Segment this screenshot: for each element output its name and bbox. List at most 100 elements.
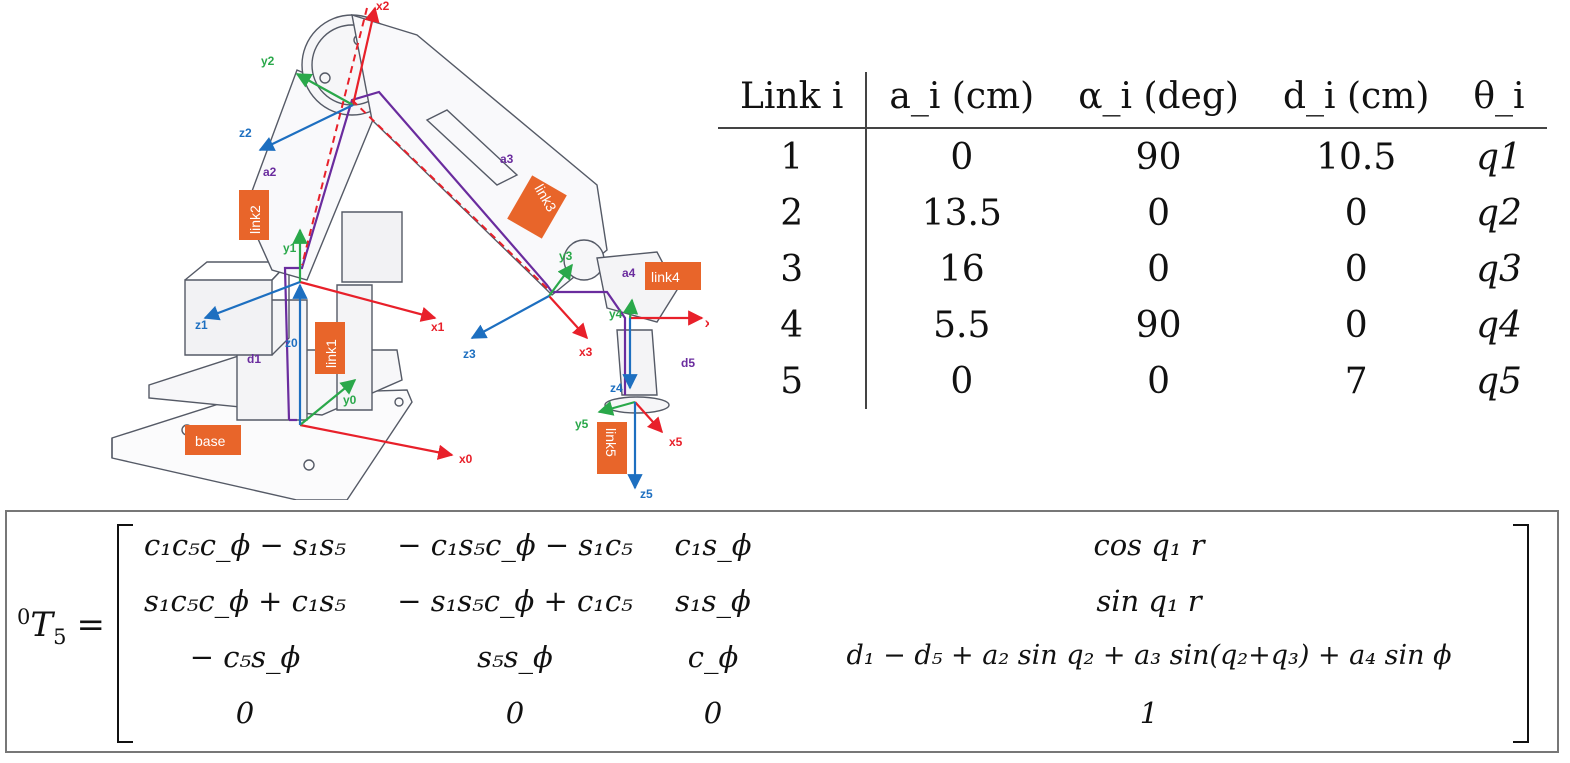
- matrix-cell: − s₁s₅c_ϕ + c₁c₅: [397, 584, 633, 618]
- transformation-matrix-box: 0T5= c₁c₅c_ϕ − s₁s₅ − c₁s₅c_ϕ − s₁c₅ c₁s…: [5, 510, 1559, 753]
- matrix-right-bracket: [1513, 524, 1529, 743]
- table-row: 3 16 0 0 q3: [718, 241, 1547, 297]
- cell-alpha: 90: [1135, 304, 1182, 346]
- matrix-cell: − c₁s₅c_ϕ − s₁c₅: [397, 528, 633, 562]
- cell-a: 0: [950, 360, 974, 402]
- header-theta: θ_i: [1451, 72, 1547, 129]
- lhs-superscript: 0: [17, 605, 31, 629]
- matrix-lhs: 0T5 =: [17, 605, 105, 649]
- matrix-left-bracket: [117, 524, 133, 743]
- label-a4: a4: [622, 266, 636, 280]
- table-row: 4 5.5 90 0 q4: [718, 297, 1547, 353]
- cell-theta: q3: [1475, 248, 1522, 290]
- frame-4-axes: [622, 298, 704, 390]
- cell-d: 10.5: [1316, 136, 1397, 178]
- header-d: d_i (cm): [1260, 72, 1452, 129]
- label-x2: x2: [376, 0, 390, 13]
- header-alpha: α_i (deg): [1056, 72, 1261, 129]
- matrix-cell: cos q₁ r: [1093, 528, 1205, 562]
- cell-alpha: 0: [1147, 192, 1171, 234]
- label-z0: z0: [285, 336, 298, 350]
- table-row: 1 0 90 10.5 q1: [718, 128, 1547, 185]
- lhs-equals: =: [76, 605, 105, 645]
- label-z5: z5: [640, 487, 653, 500]
- matrix-grid: c₁c₅c_ϕ − s₁s₅ − c₁s₅c_ϕ − s₁c₅ c₁s_ϕ co…: [127, 526, 1517, 738]
- cell-theta: q2: [1475, 192, 1522, 234]
- label-d5: d5: [681, 356, 695, 370]
- label-y1: y1: [283, 241, 297, 255]
- label-a2: a2: [263, 165, 277, 179]
- dh-parameter-table: Link i a_i (cm) α_i (deg) d_i (cm) θ_i 1…: [718, 72, 1547, 409]
- tag-link5: link5: [603, 428, 619, 457]
- tag-link2: link2: [247, 205, 263, 234]
- cell-theta: q1: [1475, 136, 1522, 178]
- matrix-cell: s₁c₅c_ϕ + c₁s₅: [144, 584, 346, 618]
- header-link: Link i: [718, 72, 868, 129]
- matrix-row: s₁c₅c_ϕ + c₁s₅ − s₁s₅c_ϕ + c₁c₅ s₁s_ϕ si…: [127, 584, 1517, 636]
- cell-link: 2: [718, 185, 868, 241]
- label-x0: x0: [459, 452, 473, 466]
- matrix-cell: 0: [235, 696, 255, 730]
- cell-link: 1: [718, 128, 868, 185]
- lhs-symbol: T: [30, 605, 54, 645]
- cell-a: 5.5: [933, 304, 991, 346]
- cell-alpha: 0: [1147, 248, 1171, 290]
- dashed-reference-line: [301, 7, 368, 266]
- cell-link: 3: [718, 241, 868, 297]
- label-y4: y4: [609, 307, 623, 321]
- frame-3-axes: [470, 263, 589, 340]
- label-z4: z4: [610, 381, 623, 395]
- frame-labels: x0 y0 z0 x1 y1 z1 x2 y2 z2 x3 y3 z3 x y4…: [195, 0, 709, 500]
- cell-a: 0: [950, 136, 974, 178]
- label-y2: y2: [261, 54, 275, 68]
- frame-1-axes: [203, 228, 437, 322]
- label-y3: y3: [559, 249, 573, 263]
- cell-a: 13.5: [921, 192, 1002, 234]
- link-tags: base link1 link2 link3 link4 link5: [185, 175, 701, 474]
- matrix-cell: d₁ − d₅ + a₂ sin q₂ + a₃ sin(q₂+q₃) + a₄…: [846, 640, 1452, 671]
- robot-arm-figure: x0 y0 z0 x1 y1 z1 x2 y2 z2 x3 y3 z3 x y4…: [111, 0, 709, 500]
- cell-alpha: 90: [1135, 136, 1182, 178]
- matrix-cell: sin q₁ r: [1096, 584, 1202, 618]
- label-d1: d1: [247, 352, 261, 366]
- lhs-subscript: 5: [53, 624, 67, 649]
- label-z1: z1: [195, 318, 208, 332]
- tag-link1: link1: [323, 339, 339, 368]
- cell-d: 0: [1344, 192, 1368, 234]
- label-x5: x5: [669, 435, 683, 449]
- tag-base: base: [195, 433, 226, 449]
- label-x4: x: [705, 316, 709, 330]
- matrix-cell: 1: [1139, 696, 1159, 730]
- matrix-row: − c₅s_ϕ s₅s_ϕ c_ϕ d₁ − d₅ + a₂ sin q₂ + …: [127, 640, 1517, 692]
- dh-param-labels: d1 a2 a3 a4 d5: [247, 152, 695, 370]
- label-y0: y0: [343, 393, 357, 407]
- label-a3: a3: [500, 152, 514, 166]
- cell-a: 16: [938, 248, 985, 290]
- frame-5-axes: [597, 400, 664, 490]
- cell-d: 7: [1344, 360, 1368, 402]
- label-z2: z2: [239, 126, 252, 140]
- cell-alpha: 0: [1147, 360, 1171, 402]
- matrix-cell: c₁c₅c_ϕ − s₁s₅: [144, 528, 346, 562]
- cell-theta: q5: [1475, 360, 1522, 402]
- cell-link: 4: [718, 297, 868, 353]
- matrix-cell: − c₅s_ϕ: [189, 640, 301, 674]
- frame-0-axes: [292, 283, 454, 460]
- matrix-cell: s₅s_ϕ: [477, 640, 553, 674]
- matrix-cell: c_ϕ: [687, 640, 739, 674]
- matrix-row: 0 0 0 1: [127, 696, 1517, 748]
- label-z3: z3: [463, 347, 476, 361]
- label-y5: y5: [575, 417, 589, 431]
- dashed-reference-line: [351, 99, 550, 291]
- matrix-cell: 0: [703, 696, 723, 730]
- table-header-row: Link i a_i (cm) α_i (deg) d_i (cm) θ_i: [718, 72, 1547, 129]
- matrix-cell: c₁s_ϕ: [674, 528, 752, 562]
- frame-2-axes: [258, 6, 380, 151]
- table-row: 2 13.5 0 0 q2: [718, 185, 1547, 241]
- matrix-cell: s₁s_ϕ: [675, 584, 751, 618]
- matrix-row: c₁c₅c_ϕ − s₁s₅ − c₁s₅c_ϕ − s₁c₅ c₁s_ϕ co…: [127, 528, 1517, 580]
- matrix-cell: 0: [505, 696, 525, 730]
- label-x3: x3: [579, 345, 593, 359]
- header-a: a_i (cm): [866, 72, 1057, 129]
- table-row: 5 0 0 7 q5: [718, 353, 1547, 409]
